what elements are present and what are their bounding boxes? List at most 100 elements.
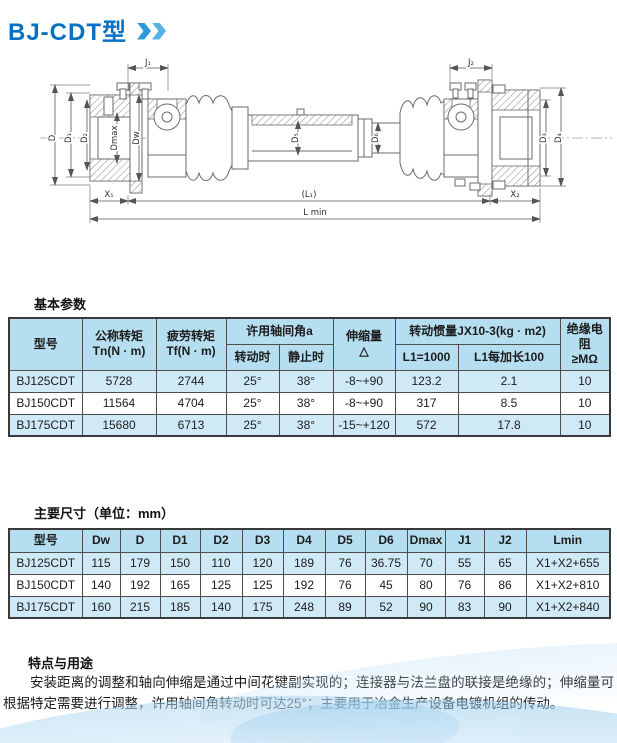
cell: 185 — [159, 595, 201, 619]
table-row: BJ175CDT 15680 6713 25° 38° -15~+120 572… — [8, 413, 611, 437]
cell: 38° — [278, 369, 334, 393]
cell: 65 — [483, 551, 527, 575]
header-row: 型号 公称转矩 Tn(N · m) 疲劳转矩 Tf(N · m) 许用轴间角a … — [8, 317, 611, 371]
cell: 192 — [119, 573, 161, 597]
cell: 52 — [364, 595, 408, 619]
cell: 120 — [241, 551, 284, 575]
cell: 55 — [444, 551, 485, 575]
page-title: BJ-CDT型 — [8, 19, 127, 46]
dim-j1: J₁ — [127, 57, 169, 91]
header-line: Tf(N · m) — [166, 344, 216, 359]
cell: 90 — [406, 595, 446, 619]
cell: 83 — [444, 595, 485, 619]
cell: 150 — [159, 551, 201, 575]
chevron-right-icon — [152, 22, 166, 40]
header-line: 公称转矩 — [94, 329, 143, 344]
dim-label-lmin: L min — [303, 208, 326, 218]
cell: 76 — [324, 551, 366, 575]
features-body: 安装距离的调整和轴向伸缩是通过中间花键副实现的；连接器与法兰盘的联接是绝缘的；伸… — [3, 675, 614, 711]
page-header: BJ-CDT型 — [8, 12, 166, 47]
cell: 4704 — [155, 391, 227, 415]
cell: 8.5 — [457, 391, 561, 415]
left-bellows — [185, 95, 233, 181]
cell: BJ150CDT — [8, 391, 83, 415]
dim-label-j1: J₁ — [144, 58, 151, 68]
technical-drawing: J₁ J₂ D D₁ D₂ Dmax Dw — [40, 57, 612, 223]
col-header-model: 型号 — [8, 317, 83, 371]
cell: 6713 — [155, 413, 227, 437]
col-header: 型号 — [8, 528, 83, 553]
cell: 17.8 — [457, 413, 561, 437]
col-header-rotating: 转动时 — [225, 343, 280, 371]
cell: X1+X2+655 — [525, 551, 611, 575]
col-header-fatigue-torque: 疲劳转矩 Tf(N · m) — [155, 317, 227, 371]
cell: BJ150CDT — [8, 573, 83, 597]
basic-params-table: 型号 公称转矩 Tn(N · m) 疲劳转矩 Tf(N · m) 许用轴间角a … — [8, 317, 612, 437]
dim-label-dw: Dw — [132, 131, 142, 145]
table-row: BJ150CDT 11564 4704 25° 38° -8~+90 317 8… — [8, 391, 611, 415]
col-header: D — [119, 528, 161, 553]
col-header-allowed-angle: 许用轴间角a — [225, 317, 334, 345]
col-header: J1 — [444, 528, 485, 553]
table-row: BJ125CDT 115 179 150 110 120 189 76 36.7… — [8, 551, 611, 575]
cell: 10 — [559, 413, 611, 437]
header-line: △ — [359, 344, 369, 359]
cell: 192 — [282, 573, 326, 597]
cell: 11564 — [81, 391, 157, 415]
cell: 38° — [278, 391, 334, 415]
cell: 10 — [559, 369, 611, 393]
cell: 165 — [159, 573, 201, 597]
col-header-nominal-torque: 公称转矩 Tn(N · m) — [81, 317, 157, 371]
col-header-static: 静止时 — [278, 343, 334, 371]
cell: 15680 — [81, 413, 157, 437]
dim-left-diameters: D D₁ D₂ Dmax Dw — [47, 84, 144, 186]
shaft-tube — [231, 106, 359, 170]
cell: 89 — [324, 595, 366, 619]
cell: -8~+90 — [332, 369, 396, 393]
header-line: ≥MΩ — [571, 351, 598, 366]
header-row: 型号 Dw D D1 D2 D3 D4 D5 D6 Dmax J1 J2 Lmi… — [8, 528, 611, 553]
table-row: BJ125CDT 5728 2744 25° 38° -8~+90 123.2 … — [8, 369, 611, 393]
col-header: D4 — [282, 528, 326, 553]
header-line: 伸缩量 — [345, 329, 382, 344]
cell: 115 — [81, 551, 121, 575]
cell: BJ125CDT — [8, 551, 83, 575]
col-header: Dw — [81, 528, 121, 553]
col-header: D6 — [364, 528, 408, 553]
cell: 70 — [406, 551, 446, 575]
dim-middle-diameters: D₅ D₆ — [290, 120, 383, 156]
cell: 179 — [119, 551, 161, 575]
col-header: D1 — [159, 528, 201, 553]
cell: 125 — [241, 573, 284, 597]
cell: 175 — [241, 595, 284, 619]
header-line: Tn(N · m) — [92, 344, 146, 359]
cell: 160 — [81, 595, 121, 619]
dim-label-d: D — [48, 134, 58, 141]
col-header-l1-per-100: L1每加长100 — [457, 343, 561, 371]
dimensions-table: 型号 Dw D D1 D2 D3 D4 D5 D6 Dmax J1 J2 Lmi… — [8, 528, 611, 619]
cell: 10 — [559, 391, 611, 415]
cell: BJ175CDT — [8, 595, 83, 619]
cell: X1+X2+810 — [525, 573, 611, 597]
col-header-resistance: 绝缘电阻 ≥MΩ — [559, 317, 611, 371]
dim-label-d3: D₃ — [539, 133, 549, 143]
cell: 76 — [444, 573, 485, 597]
table-row: BJ175CDT 160 215 185 140 175 248 89 52 9… — [8, 595, 611, 619]
cell: BJ125CDT — [8, 369, 83, 393]
col-header: Lmin — [525, 528, 611, 553]
right-bellows — [399, 95, 445, 181]
dim-right-diameters: D₃ D₄ — [538, 87, 566, 187]
col-header: D3 — [241, 528, 284, 553]
dim-label-d2: D₂ — [80, 133, 90, 143]
double-chevron-icon — [137, 22, 166, 40]
col-header: D5 — [324, 528, 366, 553]
cell: 38° — [278, 413, 334, 437]
dim-label-dmax: Dmax — [110, 125, 120, 150]
cell: 125 — [199, 573, 243, 597]
cell: 25° — [225, 369, 280, 393]
dim-lengths: X₁ (L₁) X₂ L min — [89, 185, 541, 223]
dim-label-l1: (L₁) — [302, 190, 317, 200]
cell: 25° — [225, 413, 280, 437]
col-header-extension: 伸缩量 △ — [332, 317, 396, 371]
